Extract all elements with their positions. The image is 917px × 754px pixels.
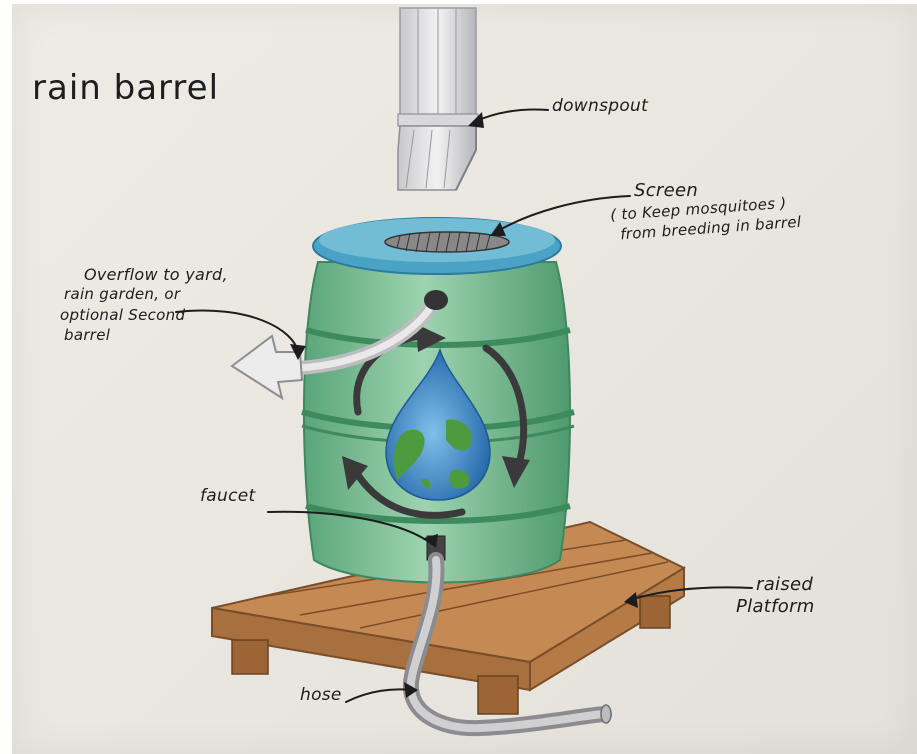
label-overflow-line1: Overflow to yard,	[84, 265, 228, 284]
label-hose: hose	[300, 685, 342, 705]
label-screen: Screen	[634, 180, 698, 201]
label-overflow-line3: optional Second	[60, 306, 185, 324]
label-faucet: faucet	[200, 486, 255, 506]
label-downspout: downspout	[552, 96, 648, 116]
label-overflow-line4: barrel	[64, 326, 110, 344]
label-overflow-line2: rain garden, or	[64, 285, 180, 303]
downspout	[398, 8, 478, 190]
diagram-title: rain barrel	[32, 68, 219, 108]
label-raised: raised	[756, 574, 813, 595]
label-platform: Platform	[736, 596, 815, 617]
